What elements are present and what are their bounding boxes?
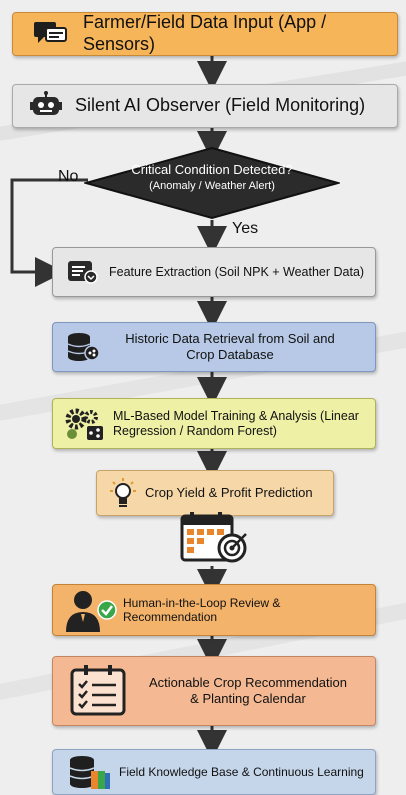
step-human-review: Human-in-the-Loop Review & Recommendatio… (52, 584, 376, 636)
step-actionable-recommendation: Actionable Crop Recommendation & Plantin… (52, 656, 376, 726)
step-knowledge-base: Field Knowledge Base & Continuous Learni… (52, 749, 376, 795)
arrow-no (10, 178, 88, 287)
decision-title: Critical Condition Detected? (131, 162, 293, 177)
step-ai-observer-label: Silent AI Observer (Field Monitoring) (75, 95, 366, 116)
step-yield-prediction-label: Crop Yield & Profit Prediction (145, 485, 313, 501)
step-knowledge-base-label: Field Knowledge Base & Continuous Learni… (119, 764, 364, 779)
step-yield-prediction: Crop Yield & Profit Prediction (96, 470, 334, 516)
calendar-target-icon (178, 510, 252, 566)
step-ml-training-label: ML-Based Model Training & Analysis (Line… (113, 408, 359, 438)
step-ai-observer: Silent AI Observer (Field Monitoring) (12, 84, 398, 128)
chat-icon (27, 16, 73, 52)
decision-no-label: No (58, 168, 79, 185)
step-feature-extraction-label: Feature Extraction (Soil NPK + Weather D… (109, 264, 365, 279)
database-icon (63, 329, 103, 365)
document-search-icon (63, 256, 103, 288)
gears-icon (61, 405, 107, 443)
database-book-icon (65, 752, 113, 792)
step-feature-extraction: Feature Extraction (Soil NPK + Weather D… (52, 247, 376, 297)
step-ml-training: ML-Based Model Training & Analysis (Line… (52, 398, 376, 449)
user-check-icon (63, 588, 119, 632)
step-data-input-label: Farmer/Field Data Input (App / Sensors) (83, 12, 327, 54)
decision-text: Critical Condition Detected? (Anomaly / … (106, 162, 318, 192)
step-historic-retrieval-label: Historic Data Retrieval from Soil and Cr… (125, 331, 335, 362)
checklist-icon (67, 664, 129, 718)
decision-yes-label: Yes (232, 220, 259, 237)
step-actionable-recommendation-label: Actionable Crop Recommendation & Plantin… (149, 675, 347, 706)
step-data-input: Farmer/Field Data Input (App / Sensors) (12, 12, 398, 56)
robot-icon (23, 88, 69, 124)
lightbulb-icon (107, 476, 139, 510)
decision-subtitle: (Anomaly / Weather Alert) (149, 180, 275, 192)
step-historic-retrieval: Historic Data Retrieval from Soil and Cr… (52, 322, 376, 372)
step-human-review-label: Human-in-the-Loop Review & Recommendatio… (123, 595, 281, 624)
decision-diamond (84, 146, 340, 220)
